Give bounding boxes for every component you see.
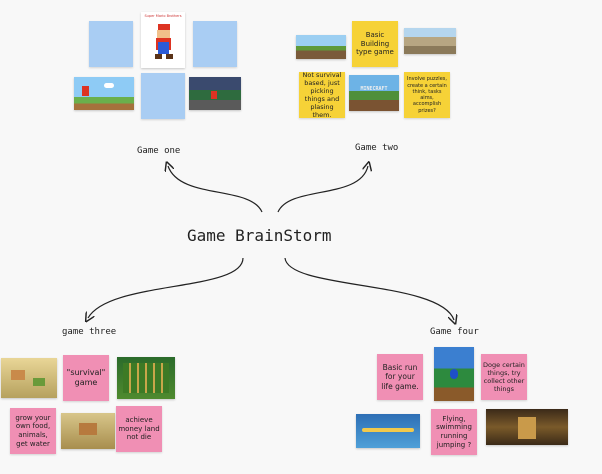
- yellow-note-not-survival[interactable]: Not survival based, just picking things …: [299, 71, 345, 119]
- branch-label-game-four: Game four: [430, 327, 479, 337]
- runner-game-screenshot-1[interactable]: [434, 347, 474, 401]
- pink-note-grow-food[interactable]: grow your own food, animals, get water: [10, 408, 56, 454]
- building-game-screenshot-1[interactable]: [296, 35, 346, 59]
- blue-note-empty-2[interactable]: [193, 21, 237, 67]
- center-title: Game BrainStorm: [187, 226, 332, 245]
- pink-note-survival-game[interactable]: "survival" game: [63, 355, 109, 401]
- blue-note-empty-3[interactable]: [141, 73, 185, 119]
- farm-game-screenshot-1[interactable]: [1, 358, 57, 398]
- arrow-to-game-three: [88, 257, 244, 318]
- farm-game-screenshot-2[interactable]: [117, 357, 175, 399]
- mario-level-screenshot[interactable]: [74, 77, 134, 110]
- branch-label-game-one: Game one: [137, 146, 181, 156]
- mario-image[interactable]: Super Mario Brothers: [141, 12, 185, 68]
- pink-note-doge-things[interactable]: Doge certain things, try collect other t…: [481, 354, 527, 400]
- branch-label-game-two: Game two: [355, 143, 399, 153]
- pink-note-achieve-money[interactable]: achieve money land not die: [116, 406, 162, 452]
- branch-label-game-three: game three: [62, 327, 117, 337]
- pink-note-flying-swimming[interactable]: Flying, swimming running jumping ?: [431, 409, 477, 455]
- yellow-note-puzzles[interactable]: Involve puzzles, create a certain think,…: [404, 72, 450, 118]
- arrow-to-game-one: [168, 166, 263, 213]
- building-game-screenshot-2[interactable]: [404, 28, 456, 54]
- arrow-to-game-two: [277, 166, 368, 213]
- yellow-note-basic-building[interactable]: Basic Building type game: [352, 21, 398, 67]
- pink-note-basic-run[interactable]: Basic run for your life game.: [377, 354, 423, 400]
- runner-game-screenshot-3[interactable]: [486, 409, 568, 445]
- arrow-to-game-four: [284, 257, 454, 320]
- minecraft-cover-image[interactable]: MINECRAFT: [349, 75, 399, 111]
- mario-character-icon: [155, 24, 173, 59]
- mario-3d-screenshot[interactable]: [189, 77, 241, 110]
- blue-note-empty-1[interactable]: [89, 21, 133, 67]
- mario-logo-text: Super Mario Brothers: [144, 14, 182, 18]
- runner-game-screenshot-2[interactable]: [356, 414, 420, 448]
- farm-game-screenshot-3[interactable]: [61, 413, 115, 449]
- minecraft-logo-text: MINECRAFT: [360, 86, 388, 92]
